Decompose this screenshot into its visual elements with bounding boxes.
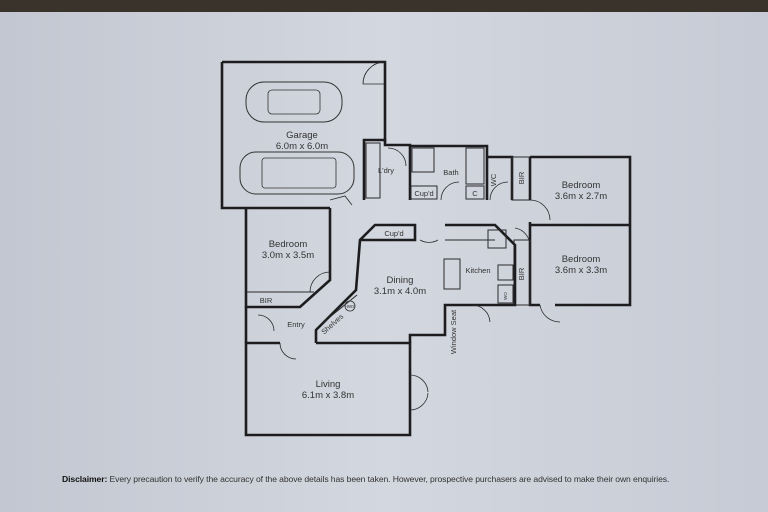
window-seat-label: Window Seat <box>449 309 458 354</box>
bedroom-right-label: Bedroom <box>562 254 601 265</box>
hws-label: HWS <box>345 304 356 309</box>
garage-size: 6.0m x 6.0m <box>276 141 328 152</box>
dining-label: Dining <box>387 275 414 286</box>
hws-icon <box>344 300 356 312</box>
laundry-label: L'dry <box>378 166 394 175</box>
dining-kitchen: Cup'd Kitchen Dining 3.1m x 4.0m WO HWS … <box>314 223 517 354</box>
car-icon <box>245 81 343 123</box>
kitchen-label: Kitchen <box>465 266 490 275</box>
left-bedroom: Bedroom 3.0m x 3.5m BIR <box>244 195 353 309</box>
bath-label: Bath <box>443 168 458 177</box>
disclaimer-label: Disclaimer: <box>62 474 108 484</box>
bir-left-label: BIR <box>260 296 273 305</box>
cupboard-c-label: C <box>472 189 478 198</box>
dining-size: 3.1m x 4.0m <box>374 286 426 297</box>
bir-top-label: BIR <box>517 171 526 184</box>
entry-label: Entry <box>287 320 305 329</box>
bedroom-right-size: 3.6m x 3.3m <box>555 265 607 276</box>
bedroom-left-size: 3.0m x 3.5m <box>262 250 314 261</box>
disclaimer-text: Every precaution to verify the accuracy … <box>107 474 670 484</box>
wall-oven-label: WO <box>503 292 508 300</box>
disclaimer: Disclaimer: Every precaution to verify t… <box>62 474 669 484</box>
photo-edge <box>0 0 768 12</box>
right-bedrooms: Bedroom 3.6m x 2.7m Bedroom 3.6m x 3.3m … <box>513 155 632 323</box>
living-label: Living <box>316 379 341 390</box>
living-size: 6.1m x 3.8m <box>302 390 354 401</box>
bedroom-top-right-size: 3.6m x 2.7m <box>555 191 607 202</box>
garage-label: Garage <box>286 130 318 141</box>
cupboard-dining-label: Cup'd <box>384 229 403 238</box>
cupboard-bath-label: Cup'd <box>414 189 433 198</box>
bedroom-top-right-label: Bedroom <box>562 180 601 191</box>
car-icon <box>239 151 355 195</box>
garage: Garage 6.0m x 6.0m <box>220 60 387 210</box>
service-rooms: L'dry Bath Cup'd C WC BIR <box>362 138 531 201</box>
wc-label: WC <box>489 173 498 186</box>
entry-living: Entry Living 6.1m x 3.8m <box>244 307 429 437</box>
bedroom-left-label: Bedroom <box>269 239 308 250</box>
bir-right-label: BIR <box>517 267 526 280</box>
